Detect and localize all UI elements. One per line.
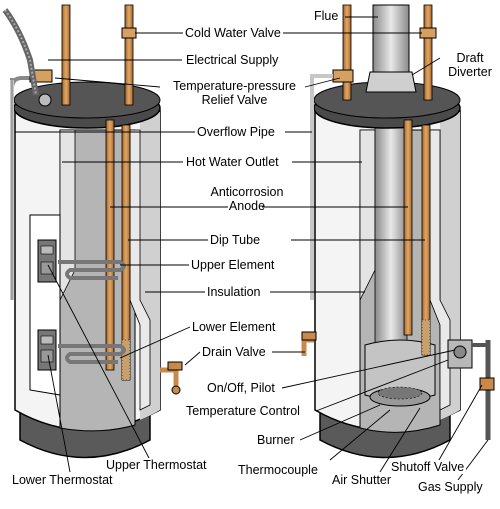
hot-water-pipe-right: [423, 4, 433, 101]
label-temperature-control: Temperature Control: [184, 404, 302, 418]
anode-left: [105, 119, 115, 371]
hot-water-pipe-left: [124, 4, 134, 106]
draft-diverter: [365, 71, 417, 93]
label-temperature-pressure-relief-valve: Temperature-pressure Relief Valve: [173, 79, 296, 107]
label-lower-thermostat: Lower Thermostat: [10, 473, 115, 487]
label-gas-supply: Gas Supply: [416, 480, 485, 494]
label-thermocouple: Thermocouple: [236, 463, 320, 477]
label-insulation: Insulation: [205, 285, 263, 299]
anode-right: [403, 119, 413, 336]
electric-water-heater: [2, 4, 183, 459]
overflow-pipe-left: [10, 76, 32, 89]
label-air-shutter: Air Shutter: [330, 473, 394, 487]
electrical-conduit: [2, 8, 39, 96]
gas-water-heater: [301, 4, 495, 459]
upper-element: [58, 260, 126, 280]
label-lower-element: Lower Element: [190, 320, 278, 334]
label-upper-thermostat: Upper Thermostat: [104, 458, 209, 472]
label-drain-valve: Drain Valve: [200, 345, 268, 359]
drain-valve-left: [160, 367, 179, 388]
label-draft-diverter: Draft Diverter: [448, 51, 492, 79]
leader-lines: [15, 16, 489, 481]
label-upper-element: Upper Element: [189, 258, 277, 272]
cold-water-pipe-right: [342, 4, 352, 101]
label-dip-tube: Dip Tube: [208, 233, 263, 247]
drain-valve-right: [301, 337, 314, 356]
label-cold-water-valve: Cold Water Valve: [183, 26, 283, 40]
label-anticorrosion-anode: Anticorrosion Anode: [210, 185, 284, 213]
label-on-off-pilot: On/Off, Pilot: [205, 381, 277, 395]
label-overflow-pipe: Overflow Pipe: [195, 125, 277, 139]
label-shutoff-valve: Shutoff Valve: [389, 460, 467, 474]
label-hot-water-outlet: Hot Water Outlet: [184, 155, 281, 169]
flue-pipe: [372, 4, 410, 73]
label-electrical-supply: Electrical Supply: [184, 53, 281, 67]
shutoff-valve: [479, 377, 495, 391]
label-flue: Flue: [312, 9, 341, 23]
cold-water-pipe-left: [61, 4, 71, 106]
label-burner: Burner: [255, 433, 297, 447]
